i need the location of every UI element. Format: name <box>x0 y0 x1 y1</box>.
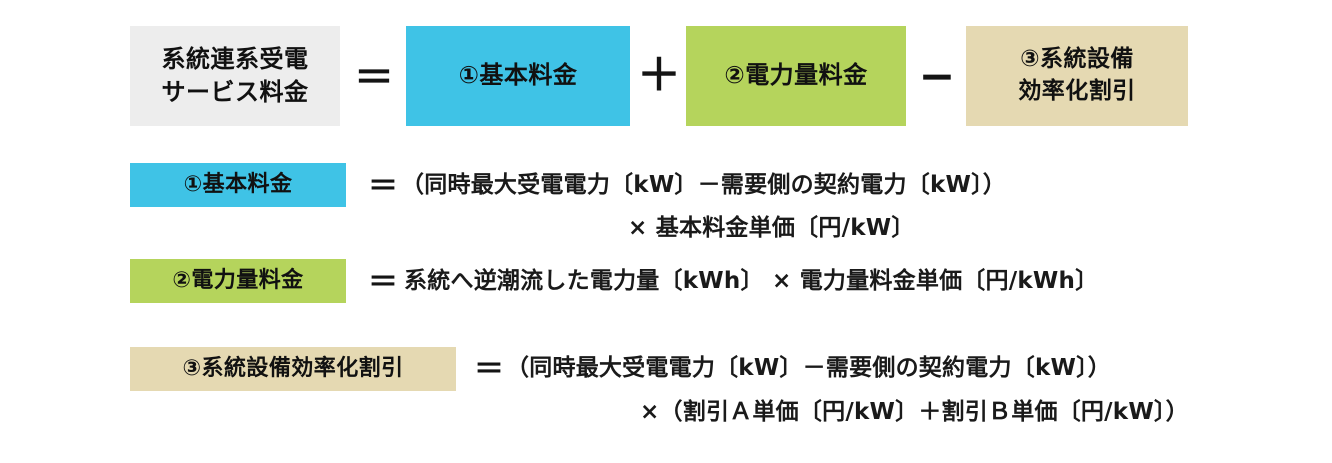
grid-efficiency-discount-label-box: ③系統設備効率化割引 <box>130 347 456 391</box>
basic-charge-box: ①基本料金 <box>406 26 630 126</box>
grid-efficiency-discount-line1: ③系統設備 <box>1020 46 1134 73</box>
basic-charge-label-box: ①基本料金 <box>130 163 346 207</box>
equals-operator-row3: ＝ <box>474 352 504 387</box>
grid-efficiency-discount-text: ③系統設備 効率化割引 <box>1018 44 1135 107</box>
basic-charge-formula-line1: （同時最大受電電力〔kW〕－需要側の契約電力〔kW〕） <box>401 172 1007 198</box>
grid-efficiency-discount-formula-line2: ×（割引Ａ単価〔円/kW〕＋割引Ｂ単価〔円/kW〕） <box>640 399 1189 425</box>
energy-charge-formula-line1: 系統へ逆潮流した電力量〔kWh〕 × 電力量料金単価〔円/kWh〕 <box>404 268 1099 294</box>
grid-efficiency-discount-formula-line1: （同時最大受電電力〔kW〕－需要側の契約電力〔kW〕） <box>506 355 1112 381</box>
total-service-fee-text: 系統連系受電 サービス料金 <box>162 43 309 109</box>
total-service-fee-box: 系統連系受電 サービス料金 <box>130 26 340 126</box>
equals-operator-row1: ＝ <box>368 169 398 204</box>
plus-operator-top: ＋ <box>637 50 681 101</box>
energy-charge-box: ②電力量料金 <box>686 26 906 126</box>
grid-efficiency-discount-box: ③系統設備 効率化割引 <box>966 26 1188 126</box>
equals-operator-row2: ＝ <box>368 265 398 300</box>
grid-efficiency-discount-line2: 効率化割引 <box>1018 78 1136 104</box>
total-service-fee-line1: 系統連系受電 <box>161 44 309 73</box>
equals-operator-top: ＝ <box>354 55 394 101</box>
total-service-fee-line2: サービス料金 <box>161 78 309 106</box>
energy-charge-label-box: ②電力量料金 <box>130 259 346 303</box>
basic-charge-formula-line2: × 基本料金単価〔円/kW〕 <box>628 215 915 241</box>
minus-operator-top: − <box>918 51 956 102</box>
